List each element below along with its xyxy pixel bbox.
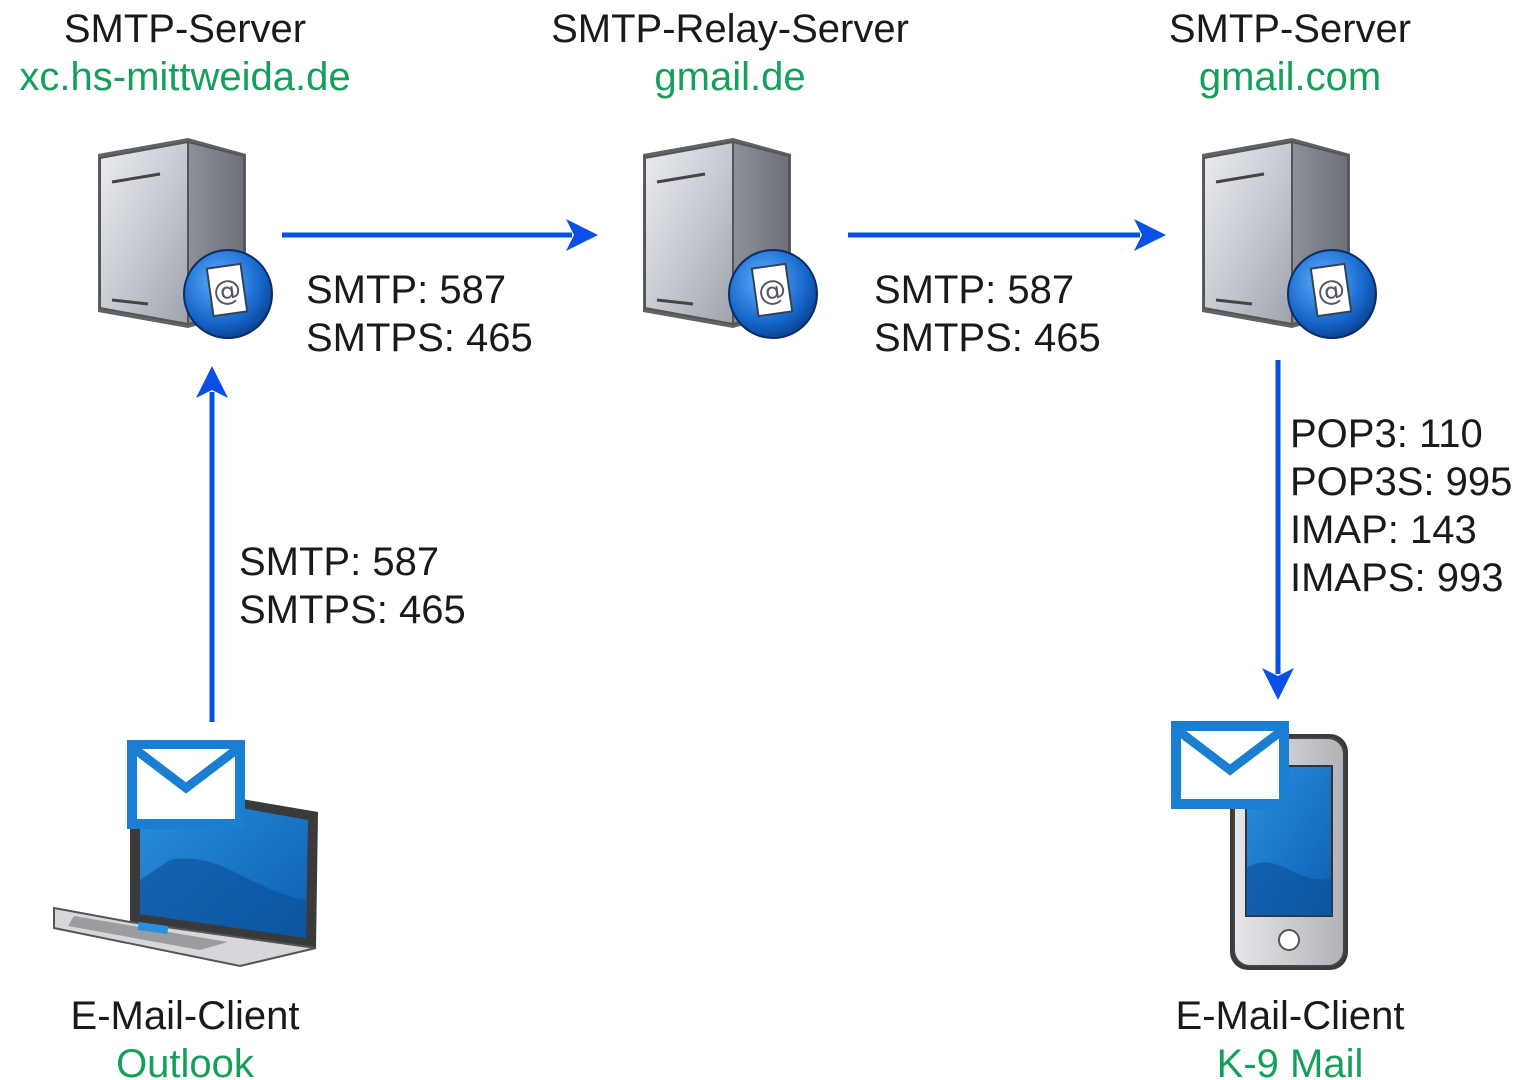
server1-role-label: SMTP-Server — [63, 7, 307, 51]
edge-server2-client2-label-3: IMAP: 143 — [1290, 508, 1477, 552]
edge-server2-client2-label-4: IMAPS: 993 — [1290, 556, 1504, 600]
edge-relay-server2-label-1: SMTP: 587 — [874, 268, 1075, 312]
arrow-relay-to-server2 — [848, 219, 1166, 251]
laptop-mail-icon — [53, 740, 318, 968]
edge-server2-client2-label-1: POP3: 110 — [1290, 412, 1483, 456]
client2-role-label: E-Mail-Client — [1175, 994, 1405, 1038]
svg-text:@: @ — [1315, 272, 1347, 309]
edge-server1-relay-label-2: SMTPS: 465 — [306, 316, 533, 360]
mail-server-icon: @ — [643, 138, 818, 339]
edge-relay-server2-label-2: SMTPS: 465 — [874, 316, 1101, 360]
arrow-server2-to-client2 — [1262, 360, 1294, 700]
arrow-server1-to-relay — [282, 219, 598, 251]
server2-host-label: gmail.com — [1198, 55, 1382, 99]
mail-server-icon: @ — [98, 138, 273, 339]
client1-role-label: E-Mail-Client — [70, 994, 300, 1038]
server2-role-label: SMTP-Server — [1168, 7, 1412, 51]
edge-server2-client2-label-2: POP3S: 995 — [1290, 460, 1513, 504]
svg-text:@: @ — [211, 272, 243, 309]
arrow-client1-to-server1 — [196, 366, 228, 722]
mail-server-icon: @ — [1202, 138, 1377, 339]
edge-server1-relay-label-1: SMTP: 587 — [306, 268, 507, 312]
smartphone-mail-icon — [1171, 721, 1348, 970]
client1-app-label: Outlook — [116, 1042, 254, 1080]
svg-text:@: @ — [756, 272, 788, 309]
relay-host-label: gmail.de — [654, 55, 806, 99]
server1-host-label: xc.hs-mittweida.de — [19, 55, 351, 99]
edge-client1-server1-label-1: SMTP: 587 — [239, 540, 440, 584]
edge-client1-server1-label-2: SMTPS: 465 — [239, 588, 466, 632]
client2-app-label: K-9 Mail — [1216, 1042, 1364, 1080]
relay-role-label: SMTP-Relay-Server — [551, 7, 909, 51]
